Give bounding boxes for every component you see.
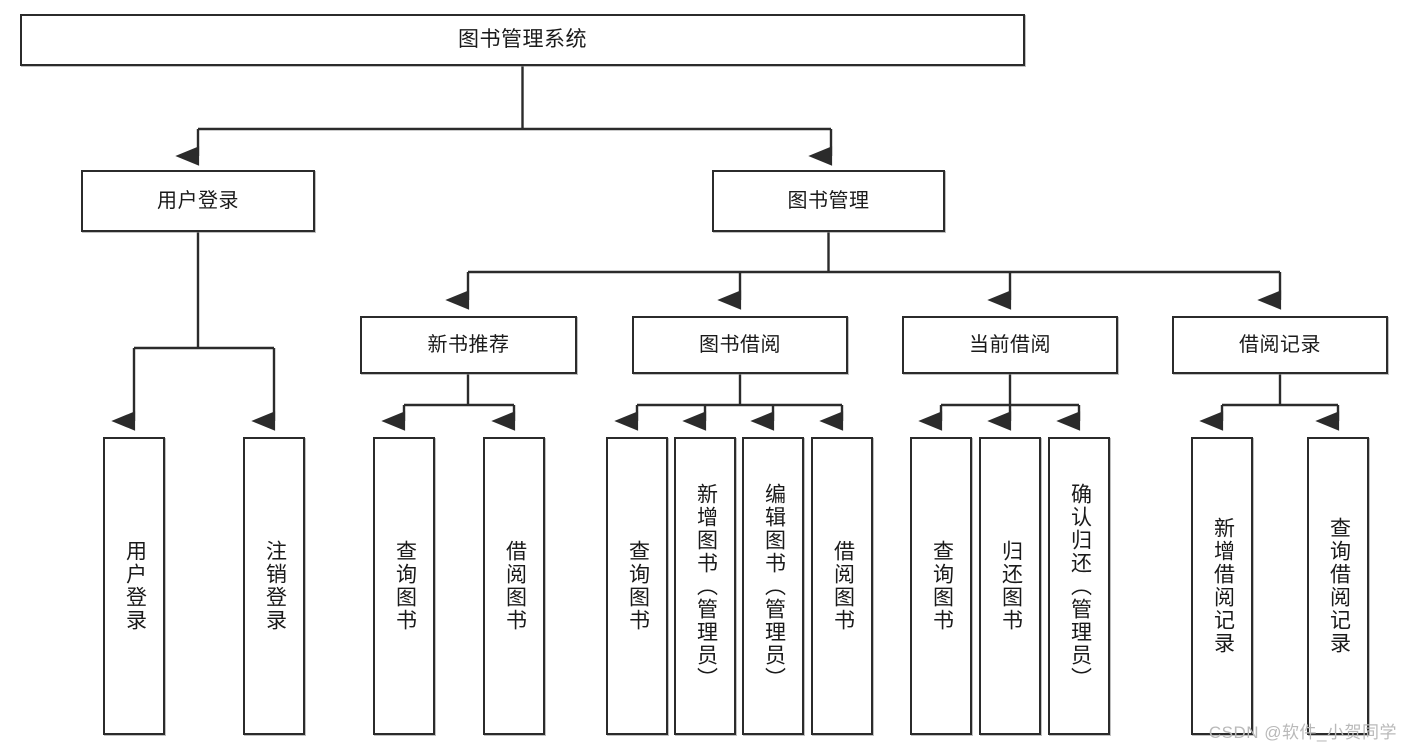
node-label: 用户登录 (157, 189, 239, 212)
node-new-book-recommendation[interactable]: 新书推荐 (360, 316, 577, 374)
node-label: 当前借阅 (969, 333, 1051, 356)
leaf-node-add-book-admin[interactable]: 新增图书（管理员） (674, 437, 736, 735)
leaf-node-add-borrowing-record[interactable]: 新增借阅记录 (1191, 437, 1253, 735)
node-borrowing-record[interactable]: 借阅记录 (1172, 316, 1388, 374)
node-label: 图书管理系统 (458, 27, 587, 51)
node-label: 注销登录 (263, 540, 287, 632)
node-label: 编辑图书（管理员） (762, 482, 786, 690)
node-label: 归还图书 (999, 540, 1023, 632)
leaf-node-query-borrowing-record[interactable]: 查询借阅记录 (1307, 437, 1369, 735)
leaf-node-return-book[interactable]: 归还图书 (979, 437, 1041, 735)
leaf-node-borrow-book[interactable]: 借阅图书 (811, 437, 873, 735)
node-label: 借阅图书 (831, 540, 855, 632)
node-label: 新增图书（管理员） (694, 482, 718, 690)
csdn-watermark: CSDN @软件_小贺同学 (1208, 723, 1397, 742)
node-label: 借阅记录 (1239, 333, 1321, 356)
leaf-node-borrow-book-recommendation[interactable]: 借阅图书 (483, 437, 545, 735)
node-book-borrowing[interactable]: 图书借阅 (632, 316, 848, 374)
leaf-node-confirm-return-admin[interactable]: 确认归还（管理员） (1048, 437, 1110, 735)
node-label: 查询借阅记录 (1327, 517, 1351, 655)
node-label: 借阅图书 (503, 540, 527, 632)
leaf-node-user-login[interactable]: 用户登录 (103, 437, 165, 735)
leaf-node-edit-book-admin[interactable]: 编辑图书（管理员） (742, 437, 804, 735)
node-label: 图书借阅 (699, 333, 781, 356)
leaf-node-query-book-borrowing[interactable]: 查询图书 (606, 437, 668, 735)
node-user-login[interactable]: 用户登录 (81, 170, 315, 232)
node-book-management[interactable]: 图书管理 (712, 170, 945, 232)
node-root-book-management-system[interactable]: 图书管理系统 (20, 14, 1025, 66)
node-label: 查询图书 (930, 540, 954, 632)
leaf-node-query-book-current[interactable]: 查询图书 (910, 437, 972, 735)
node-label: 确认归还（管理员） (1068, 482, 1092, 690)
node-label: 新增借阅记录 (1211, 517, 1235, 655)
leaf-node-query-book-recommendation[interactable]: 查询图书 (373, 437, 435, 735)
node-label: 用户登录 (123, 540, 147, 632)
leaf-node-user-logout[interactable]: 注销登录 (243, 437, 305, 735)
node-label: 新书推荐 (427, 333, 510, 356)
node-label: 查询图书 (393, 540, 417, 632)
node-label: 查询图书 (626, 540, 650, 632)
node-label: 图书管理 (787, 189, 870, 212)
node-current-borrowing[interactable]: 当前借阅 (902, 316, 1118, 374)
